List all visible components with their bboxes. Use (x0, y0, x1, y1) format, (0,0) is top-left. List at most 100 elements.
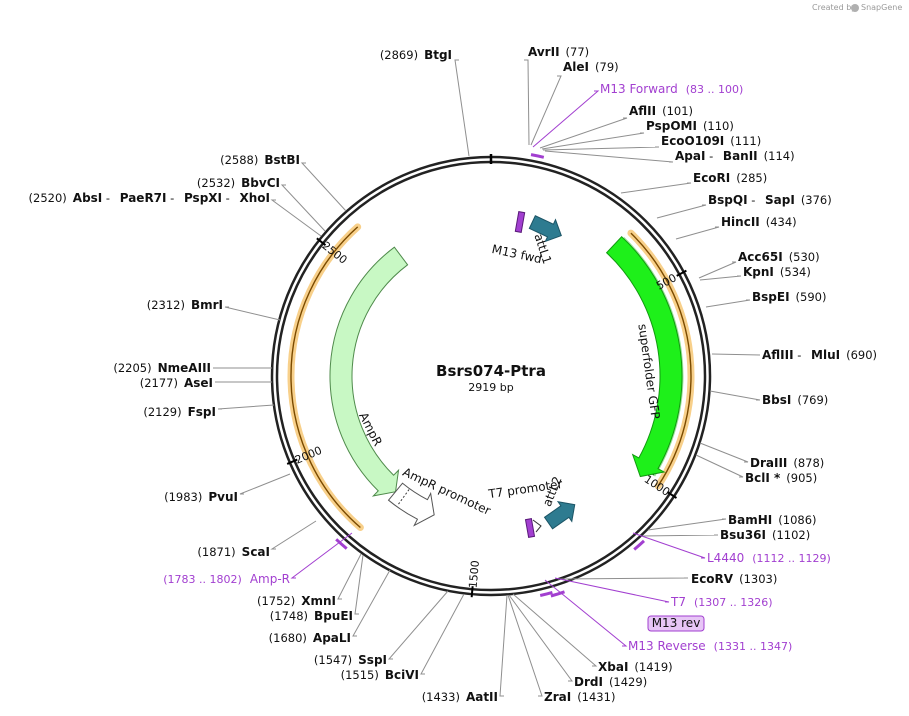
enzyme-site-label[interactable]: (1748)BpuEI (270, 609, 353, 623)
enzyme-position: (434) (766, 215, 797, 229)
primer-arc (530, 153, 545, 159)
snapgene-icon (851, 4, 859, 12)
enzyme-site-label[interactable]: PspOMI (110) (646, 119, 734, 133)
snapgene-logo: SnapGene (851, 3, 902, 12)
primer-site-label[interactable]: L4440(1112 .. 1129) (707, 551, 831, 565)
enzyme-site-label[interactable]: AvrII(77) (528, 45, 589, 59)
enzyme-position: (1429) (609, 675, 647, 689)
feature-junction (396, 489, 410, 507)
enzyme-leader-line (507, 594, 543, 697)
primer-leader-line (290, 532, 353, 579)
enzyme-site-label[interactable]: ZraI(1431) (544, 690, 615, 704)
enzyme-site-label[interactable]: Acc65I(530) (738, 250, 820, 264)
enzyme-site-label[interactable]: EcoRV(1303) (691, 572, 777, 586)
enzyme-site-label[interactable]: DrdI(1429) (574, 675, 647, 689)
enzyme-site-label[interactable]: DraIII(878) (750, 456, 824, 470)
m13-rev-badge-box (647, 615, 705, 632)
enzyme-position: (1515) (341, 668, 379, 682)
enzyme-site-label[interactable]: AleI(79) (563, 60, 619, 74)
feature-m13-fwd[interactable] (514, 211, 526, 233)
enzyme-site-label[interactable]: (2312)BmrI (147, 298, 223, 312)
enzyme-position: (79) (595, 60, 619, 74)
enzyme-site-label[interactable]: (1515)BciVI (341, 668, 419, 682)
enzyme-leader-line (420, 593, 465, 675)
enzyme-site-label[interactable]: HincII (434) (721, 215, 797, 229)
enzyme-position: (2129) (143, 405, 181, 419)
enzyme-position: - (167, 191, 178, 205)
m13-rev-badge[interactable]: M13 rev (647, 615, 705, 632)
enzyme-site-label[interactable]: (2129)FspI (143, 405, 216, 419)
enzyme-site-label[interactable]: (1752)XmnI (257, 594, 336, 608)
enzyme-name: HincII (721, 215, 760, 229)
primer-name: Amp-R (250, 572, 290, 586)
enzyme-name: BamHI (728, 513, 772, 527)
enzyme-site-label[interactable]: (1433)AatII (422, 690, 498, 704)
enzyme-position: (1433) (422, 690, 460, 704)
feature-t7-promoter-block[interactable] (524, 518, 536, 538)
enzyme-site-label[interactable]: (2177)AseI (140, 376, 213, 390)
feature-ampr-promoter[interactable] (387, 482, 435, 527)
enzyme-site-label[interactable]: BspQI - SapI(376) (708, 193, 832, 207)
enzyme-site-label[interactable]: Bsu36I(1102) (720, 528, 810, 542)
primer-leader-line (544, 579, 628, 647)
primer-name: M13 Forward (600, 82, 678, 96)
enzyme-leader-line (620, 182, 692, 194)
primer-track (290, 226, 361, 529)
primer-range: (1307 .. 1326) (694, 596, 773, 609)
enzyme-name: DraIII (750, 456, 787, 470)
enzyme-name: PspOMI (646, 119, 697, 133)
enzyme-site-label[interactable]: (2205)NmeAIII (113, 361, 211, 375)
primer-range: (1783 .. 1802) (163, 573, 242, 586)
enzyme-site-label[interactable]: (1983)PvuI (164, 490, 238, 504)
enzyme-site-label[interactable]: ApaI - BanII(114) (675, 149, 795, 163)
enzyme-site-label[interactable]: BspEI(590) (752, 290, 826, 304)
primer-site-label[interactable]: M13 Forward(83 .. 100) (600, 82, 743, 96)
enzyme-position: (769) (797, 393, 828, 407)
enzyme-site-label[interactable]: BclI *(905) (745, 471, 817, 485)
tick-mark (676, 269, 687, 277)
enzyme-position: (111) (730, 134, 761, 148)
enzyme-site-label[interactable]: (2588)BstBI (220, 153, 300, 167)
enzyme-site-label[interactable]: (2520)AbsI - PaeR7I - PspXI - XhoI (29, 191, 270, 205)
feature-ampr[interactable] (329, 246, 409, 497)
enzyme-position: - (705, 149, 716, 163)
enzyme-site-label[interactable]: (2532)BbvCI (197, 176, 280, 190)
enzyme-name: AbsI (73, 191, 102, 205)
enzyme-name: Bsu36I (720, 528, 766, 542)
enzyme-leader-line (699, 442, 749, 463)
enzyme-name: BanII (723, 149, 758, 163)
enzyme-name: XhoI (239, 191, 270, 205)
enzyme-name: XbaI (598, 660, 628, 674)
enzyme-leader-line (508, 594, 573, 682)
enzyme-site-label[interactable]: (1547)SspI (314, 653, 387, 667)
enzyme-site-label[interactable]: XbaI(1419) (598, 660, 673, 674)
enzyme-site-label[interactable]: AflIII - MluI(690) (762, 348, 877, 362)
primer-leader-line (532, 90, 600, 148)
site-labels: AvrII(77)AleI(79)AflII(101)PspOMI(110)Ec… (29, 45, 878, 704)
feature-attl2[interactable] (542, 495, 582, 533)
enzyme-position: (1431) (577, 690, 615, 704)
enzyme-site-label[interactable]: BamHI(1086) (728, 513, 817, 527)
enzyme-name: SapI (765, 193, 795, 207)
enzyme-site-label[interactable]: AflII(101) (629, 104, 693, 118)
enzyme-site-label[interactable]: KpnI(534) (743, 265, 811, 279)
feature-superfolder-gfp[interactable] (605, 235, 683, 478)
primer-site-label[interactable]: (1783 .. 1802) Amp-R (163, 572, 290, 586)
primer-site-label[interactable]: T7 (1307 .. 1326) (670, 595, 773, 609)
enzyme-position: (1752) (257, 594, 295, 608)
enzyme-site-label[interactable]: (1680)ApaLI (269, 631, 351, 645)
enzyme-site-label[interactable]: EcoO109I(111) (661, 134, 761, 148)
primer-name: T7 (670, 595, 686, 609)
feature-attl1[interactable] (527, 211, 566, 246)
enzyme-site-label[interactable]: (2869)BtgI (380, 48, 452, 62)
enzyme-name: SspI (358, 653, 387, 667)
primer-site-label[interactable]: M13 Reverse(1331 .. 1347) (628, 639, 792, 653)
enzyme-position: - (102, 191, 113, 205)
primer-leader-line (632, 532, 706, 559)
enzyme-site-label[interactable]: (1871)ScaI (197, 545, 270, 559)
enzyme-site-label[interactable]: BbsI(769) (762, 393, 828, 407)
enzyme-position: (110) (703, 119, 734, 133)
enzyme-site-label[interactable]: EcoRI(285) (693, 171, 767, 185)
enzyme-name: ScaI (242, 545, 270, 559)
